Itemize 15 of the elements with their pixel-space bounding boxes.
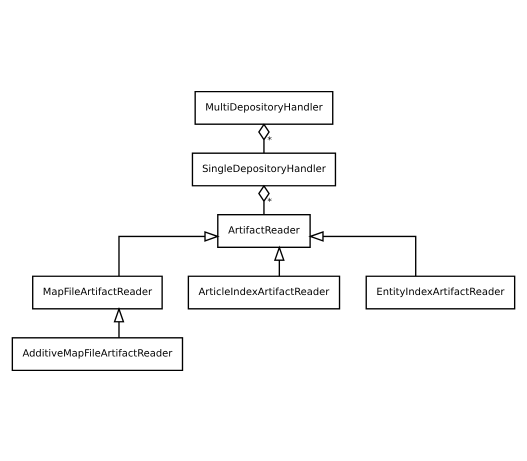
node-box: SingleDepositoryHandler	[192, 152, 336, 186]
arrow	[274, 244, 285, 276]
connector	[258, 184, 270, 214]
arrow	[308, 230, 416, 276]
node-box: EntityIndexArtifactReader	[366, 275, 516, 310]
node-box: ArticleIndexArtifactReader	[188, 275, 340, 310]
connector	[258, 122, 270, 152]
edge-label: *	[267, 135, 272, 146]
node-box: MultiDepositoryHandler	[194, 90, 334, 124]
node-box: ArtifactReader	[217, 214, 311, 248]
node-box: MapFileArtifactReader	[32, 275, 163, 310]
edge-label: *	[267, 196, 272, 207]
node-box: AdditiveMapFileArtifactReader	[12, 336, 184, 371]
arrow	[118, 230, 220, 276]
arrow	[114, 306, 124, 338]
